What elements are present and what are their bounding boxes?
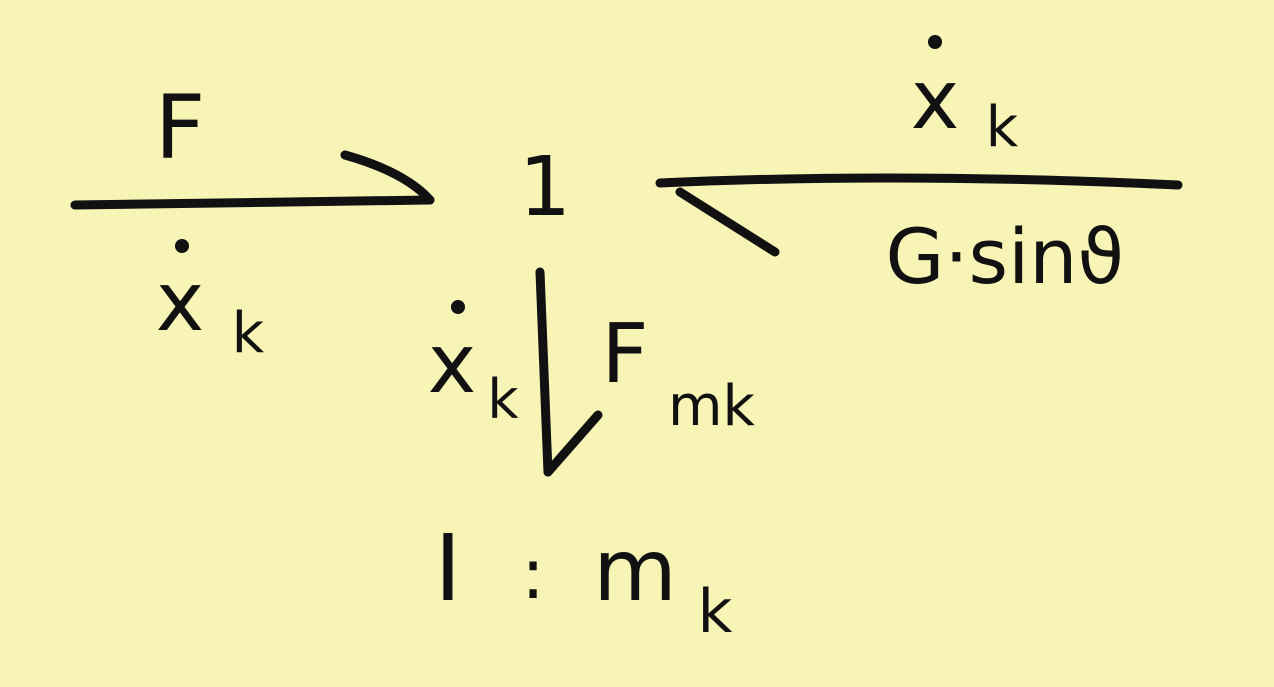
inertia-separator: : [521,533,545,615]
inertia-element: I : m k [434,515,732,647]
effort-base-inertia: F [601,307,648,402]
bond-force-to-junction [70,150,435,210]
flow-base-inertia: x [428,317,477,412]
flow-label-force: x k [156,239,265,366]
effort-label-force: F [155,76,206,179]
flow-sub-force: k [232,301,265,366]
half-arrow-force [340,150,435,205]
bond-junction-to-inertia [535,267,603,477]
bond-line-inertia [535,267,553,477]
flow-sub-inertia: k [487,368,519,431]
flow-dot-inertia [451,300,465,314]
flow-dot-gravity [928,35,942,49]
bond-line-gravity [655,173,1183,190]
flow-label-gravity: x k [911,35,1019,160]
effort-sub-inertia: mk [668,374,756,439]
inertia-param-base: m [593,521,677,621]
half-arrow-gravity [675,187,780,257]
bond-line-force [70,195,435,210]
flow-sub-gravity: k [986,95,1019,160]
effort-label-inertia: F mk [601,307,755,439]
flow-dot-force [175,239,189,253]
flow-base-force: x [156,255,205,350]
junction-one-label: 1 [519,140,571,235]
effort-label-gravity: G·sinϑ [886,212,1125,301]
bond-junction-to-gravity [655,173,1183,257]
flow-base-gravity: x [911,53,960,148]
inertia-param-sub: k [698,577,733,647]
half-arrow-inertia [543,410,603,477]
flow-label-inertia: x k [428,300,519,431]
inertia-type-label: I [434,515,461,622]
